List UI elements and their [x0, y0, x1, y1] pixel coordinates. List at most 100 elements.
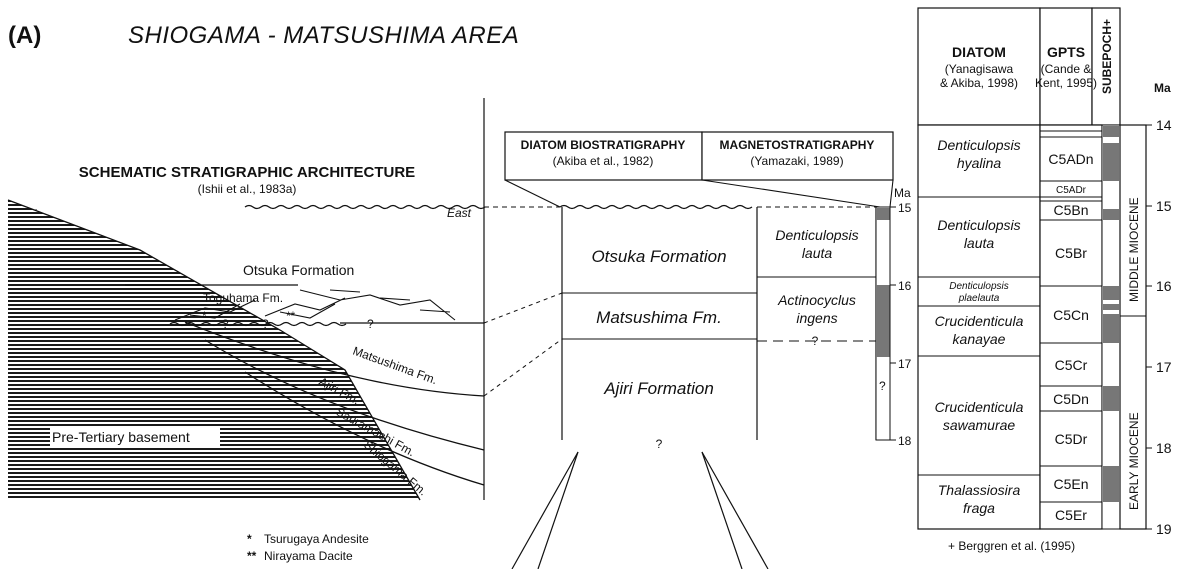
- ts-zone1-genus: Denticulopsis: [937, 137, 1020, 153]
- header-connector-left: [504, 179, 561, 208]
- otsuka-formation: Otsuka Formation: [591, 247, 726, 266]
- gpts-normal-1: [1103, 126, 1119, 137]
- timescale-panel: DIATOM (Yanagisawa & Akiba, 1998) GPTS (…: [917, 7, 1172, 553]
- header-connector-right: [889, 179, 894, 208]
- schematic-panel: SCHEMATIC STRATIGRAPHIC ARCHITECTURE (Is…: [7, 98, 486, 563]
- diatom-header: DIATOM BIOSTRATIGRAPHY: [521, 138, 686, 152]
- schematic-title: SCHEMATIC STRATIGRAPHIC ARCHITECTURE: [79, 164, 415, 181]
- otsuka-label: Otsuka Formation: [243, 262, 354, 278]
- ts-diatom-cite-1: (Yanagisawa: [945, 62, 1014, 76]
- ts-zone6-genus: Thalassiosira: [938, 482, 1021, 498]
- ts-tick-label-19: 19: [1156, 521, 1172, 537]
- ajiri-base: [204, 339, 485, 451]
- ajiri-formation: Ajiri Formation: [603, 379, 714, 398]
- ts-gpts-cite-2: Kent, 1995): [1035, 76, 1097, 90]
- polarity-normal-1: [876, 208, 890, 220]
- ts-zone6-species: fraga: [963, 500, 995, 516]
- chron-c5cn: C5Cn: [1053, 307, 1089, 323]
- ts-zone5-species: sawamurae: [943, 417, 1016, 433]
- chron-c5adn: C5ADn: [1048, 151, 1093, 167]
- magneto-citation: (Yamazaki, 1989): [750, 154, 843, 168]
- basement-label: Pre-Tertiary basement: [52, 429, 190, 445]
- tick-label-18: 18: [898, 434, 912, 448]
- corr-line-mid: [483, 292, 563, 324]
- ts-zone2-genus: Denticulopsis: [937, 217, 1020, 233]
- ts-diatom-cite-2: & Akiba, 1998): [940, 76, 1018, 90]
- magneto-header: MAGNETOSTRATIGRAPHY: [720, 138, 875, 152]
- ts-subepoch-header-box: [1091, 7, 1121, 126]
- chron-c5br: C5Br: [1055, 245, 1087, 261]
- toguhama-lens: [174, 289, 456, 321]
- basement-surface: [7, 199, 421, 501]
- panel-label: (A): [8, 22, 41, 49]
- matsushima-base: [184, 321, 485, 397]
- ts-zone4-species: kanayae: [953, 331, 1006, 347]
- matsushima-label: Matsushima Fm.: [351, 344, 439, 387]
- zone1-genus: Denticulopsis: [775, 227, 858, 243]
- subepoch-middle: MIDDLE MIOCENE: [1127, 197, 1141, 302]
- ts-diatom-header: DIATOM: [952, 44, 1006, 60]
- tick-label-16: 16: [898, 279, 912, 293]
- ts-zone5-genus: Crucidenticula: [935, 399, 1024, 415]
- question-1: ?: [262, 317, 269, 331]
- ts-tick-label-15: 15: [1156, 198, 1172, 214]
- ts-tick-label-16: 16: [1156, 278, 1172, 294]
- basement-label-box: [50, 428, 220, 446]
- subepoch-early: EARLY MIOCENE: [1127, 412, 1141, 510]
- ts-subepoch-header: SUBEPOCH+: [1100, 19, 1114, 94]
- top-unconformity: [244, 204, 486, 210]
- magneto-header-box: [701, 131, 894, 181]
- ts-tick-label-17: 17: [1156, 359, 1172, 375]
- diatom-header-box: [504, 131, 703, 181]
- zone2-species: ingens: [796, 310, 837, 326]
- column-bottom-question: ?: [656, 437, 663, 451]
- ts-zone3-species: plaelauta: [958, 293, 1000, 304]
- sauramachi-base: [244, 371, 485, 486]
- tick-label-15: 15: [898, 201, 912, 215]
- gpts-normal-5: [1103, 304, 1119, 310]
- gpts-normal-4: [1103, 286, 1119, 300]
- column-wavy-top: [559, 204, 753, 210]
- gpts-normal-2: [1103, 143, 1119, 181]
- ts-tick-label-14: 14: [1156, 117, 1172, 133]
- matsushima-formation: Matsushima Fm.: [596, 308, 722, 327]
- column-ma-label: Ma: [894, 186, 911, 200]
- nirayama-star: **: [286, 309, 296, 323]
- chron-c5er: C5Er: [1055, 507, 1087, 523]
- main-title: SHIOGAMA - MATSUSHIMA AREA: [128, 22, 519, 49]
- ts-zone2-species: lauta: [964, 235, 995, 251]
- ts-gpts-header: GPTS: [1047, 44, 1085, 60]
- note1-text: Tsurugaya Andesite: [264, 532, 369, 546]
- callout-right-a: [701, 451, 743, 569]
- local-column: DIATOM BIOSTRATIGRAPHY (Akiba et al., 19…: [483, 131, 912, 569]
- tick-label-17: 17: [898, 357, 912, 371]
- note2-mark: **: [247, 549, 257, 563]
- schematic-citation: (Ishii et al., 1983a): [198, 182, 297, 196]
- header-connector-mid: [701, 179, 881, 208]
- callout-left-b: [537, 451, 579, 569]
- callout-right-b: [701, 451, 769, 569]
- ts-zone3-genus: Denticulopsis: [949, 281, 1008, 292]
- ts-diatom-header-box: [917, 7, 1041, 126]
- polarity-normal-2: [876, 285, 890, 357]
- note1-mark: *: [247, 532, 252, 546]
- ts-footnote: + Berggren et al. (1995): [948, 539, 1075, 553]
- gpts-normal-8: [1103, 466, 1119, 502]
- toguhama-label: Toguhama Fm.: [203, 291, 283, 305]
- chron-c5cr: C5Cr: [1055, 357, 1088, 373]
- ts-zone4-genus: Crucidenticula: [935, 313, 1024, 329]
- diatom-citation: (Akiba et al., 1982): [553, 154, 654, 168]
- note2-text: Nirayama Dacite: [264, 549, 353, 563]
- tsurugaya-star: *: [202, 309, 207, 323]
- zone-question: ?: [812, 334, 819, 348]
- polarity-question: ?: [879, 379, 886, 393]
- chron-c5dr: C5Dr: [1055, 431, 1088, 447]
- chron-c5adr: C5ADr: [1056, 185, 1087, 196]
- chron-c5en: C5En: [1053, 476, 1088, 492]
- zone2-genus: Actinocyclus: [777, 292, 856, 308]
- chron-c5dn: C5Dn: [1053, 391, 1089, 407]
- question-3: ?: [222, 317, 229, 331]
- east-label: East: [447, 206, 472, 220]
- ts-subepoch-column: [1119, 124, 1147, 530]
